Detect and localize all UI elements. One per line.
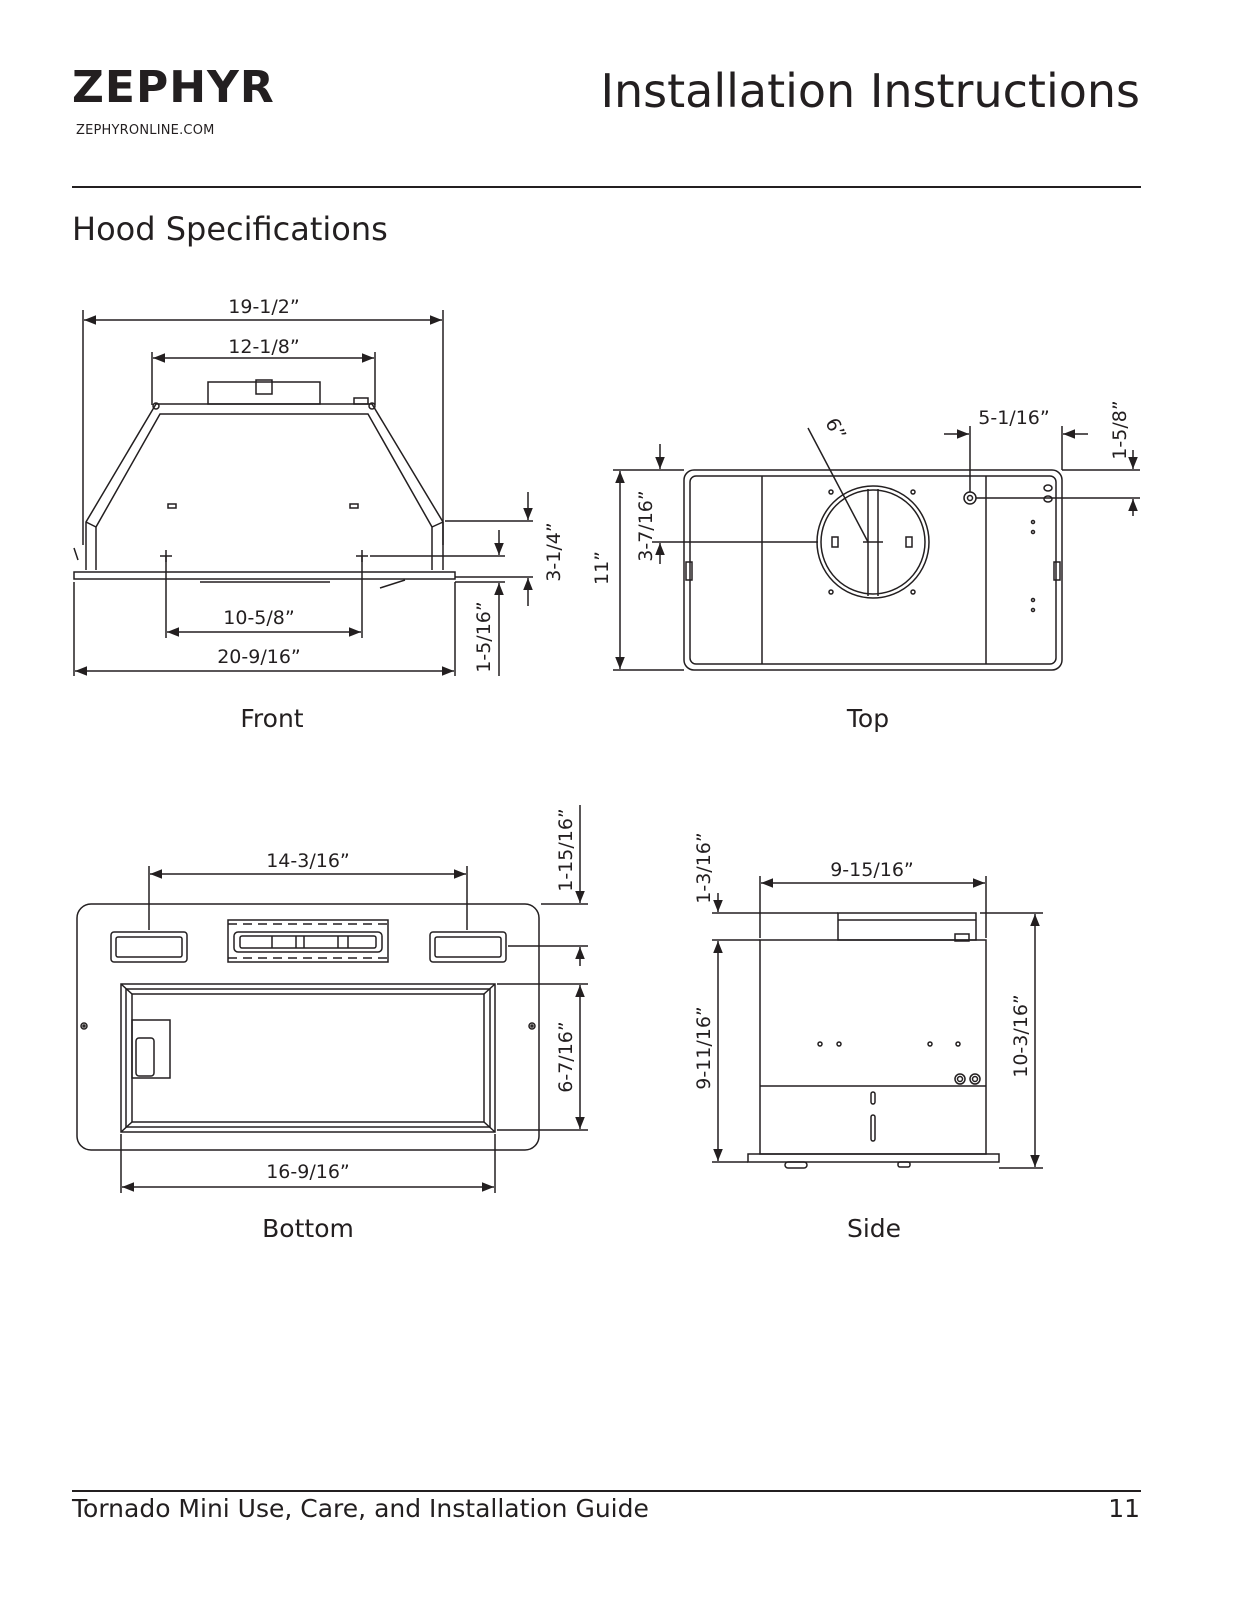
- dim-front-height: 3-1/4”: [543, 522, 565, 581]
- top-view-drawing: [613, 426, 1140, 671]
- dim-front-base-height: 1-5/16”: [473, 601, 495, 672]
- side-view-drawing: [712, 876, 1043, 1169]
- dim-bottom-light-offset: 1-15/16”: [555, 808, 577, 892]
- caption-top: Top: [846, 704, 889, 733]
- dim-front-overall-top-width: 19-1/2”: [228, 296, 299, 318]
- dim-bottom-filter-width: 16-9/16”: [266, 1161, 350, 1183]
- dim-front-base-width: 20-9/16”: [217, 646, 301, 668]
- brand-website: ZEPHYRONLINE.COM: [76, 123, 215, 138]
- document-title: Installation Instructions: [600, 64, 1140, 118]
- brand-logo: ZEPHYR: [72, 62, 275, 113]
- dim-side-collar-height: 1-3/16”: [693, 832, 715, 903]
- dim-top-duct-center-offset: 3-7/16”: [635, 490, 657, 561]
- dim-front-duct-collar-width: 12-1/8”: [228, 336, 299, 358]
- dim-top-duct-diameter: 6”: [820, 414, 850, 444]
- header-divider: [72, 186, 1141, 188]
- dim-top-hole-offset-x: 5-1/16”: [978, 407, 1049, 429]
- section-title: Hood Specifications: [72, 210, 388, 248]
- front-view-drawing: [73, 310, 533, 676]
- dim-front-mount-hole-spacing: 10-5/8”: [223, 607, 294, 629]
- footer-guide-title: Tornado Mini Use, Care, and Installation…: [72, 1494, 649, 1523]
- dim-side-body-depth: 9-15/16”: [830, 859, 914, 881]
- caption-bottom: Bottom: [262, 1214, 354, 1243]
- page-number: 11: [1108, 1494, 1140, 1523]
- caption-front: Front: [240, 704, 303, 733]
- dim-top-hole-offset-y: 1-5/8”: [1109, 400, 1131, 459]
- caption-side: Side: [847, 1214, 901, 1243]
- dim-side-overall-height: 10-3/16”: [1010, 994, 1032, 1078]
- dim-top-depth: 11”: [591, 551, 613, 585]
- dim-side-body-height: 9-11/16”: [693, 1006, 715, 1090]
- footer-divider: [72, 1490, 1141, 1492]
- dim-bottom-filter-depth: 6-7/16”: [555, 1021, 577, 1092]
- bottom-view-drawing: [76, 805, 588, 1193]
- dim-bottom-light-spacing: 14-3/16”: [266, 850, 350, 872]
